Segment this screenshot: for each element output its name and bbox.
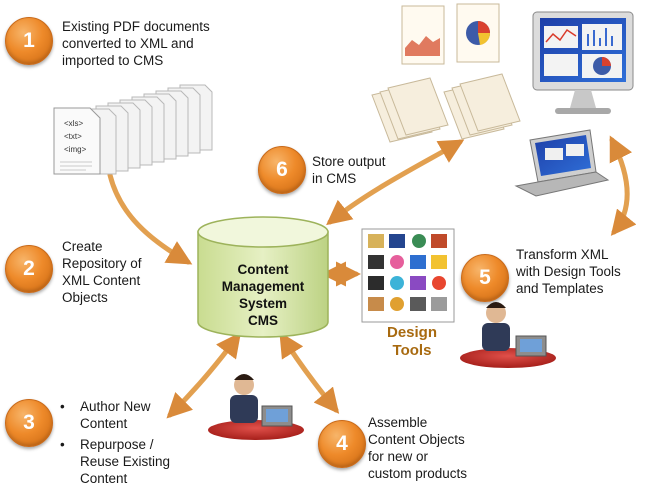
step-3-text: Author New Content Repurpose / Reuse Exi… <box>58 398 170 491</box>
step-6-badge: 6 <box>258 146 306 194</box>
step-3-badge: 3 <box>5 399 53 447</box>
bullet-repurpose: Repurpose / Reuse Existing Content <box>58 436 170 487</box>
step-2-text: Create Repository of XML Content Objects <box>62 239 142 305</box>
cms-database <box>197 216 329 338</box>
arrow-cms-to-store <box>326 139 465 226</box>
step-4-text: Assemble Content Objects for new or cust… <box>368 415 468 481</box>
step-1-text: Existing PDF documents converted to XML … <box>62 19 210 68</box>
step-2-badge: 2 <box>5 245 53 293</box>
arrow-transform-output <box>609 135 637 236</box>
step-1-badge: 1 <box>5 17 53 65</box>
arrow-cms-assemble <box>279 331 340 414</box>
laptop <box>514 129 610 197</box>
step-4-badge: 4 <box>318 420 366 468</box>
doc-tag-txt: <txt> <box>64 132 82 141</box>
step-6-text: Store output in CMS <box>312 154 386 186</box>
bullet-author-new: Author New Content <box>58 398 170 432</box>
doc-tag-img: <img> <box>64 145 87 154</box>
cms-label: Content Management System CMS <box>221 262 305 328</box>
step-5-text: Transform XML with Design Tools and Temp… <box>516 247 621 296</box>
design-tools-label: Design Tools <box>386 324 437 359</box>
printed-output-pages <box>371 3 521 143</box>
flow-arrows <box>107 135 637 419</box>
step-5-badge: 5 <box>461 254 509 302</box>
arrow-import-to-cms <box>107 172 193 265</box>
person-at-desk-left <box>208 374 304 440</box>
arrow-author-cms <box>166 332 242 419</box>
xml-document-stack <box>53 84 213 175</box>
doc-tag-xls: <xls> <box>64 119 84 128</box>
desktop-monitor <box>532 11 634 114</box>
person-at-desk-right <box>460 302 556 368</box>
design-tools-grid <box>361 228 455 323</box>
